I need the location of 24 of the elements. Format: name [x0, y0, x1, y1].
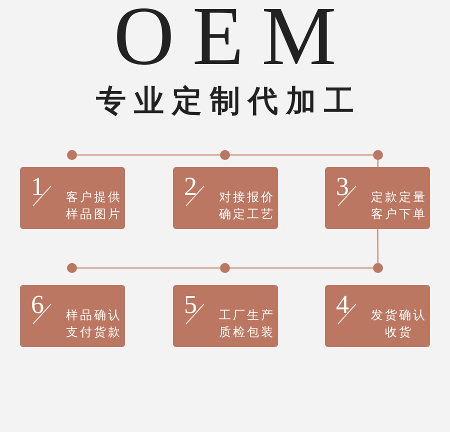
step-number: 6: [31, 291, 44, 319]
step-card: [20, 167, 125, 229]
step-card: [173, 285, 278, 347]
step-number: 2: [184, 173, 197, 201]
title: OEM: [112, 0, 356, 82]
connector-line: [76, 154, 220, 156]
step-card: [20, 285, 125, 347]
step-text: 工厂生产质检包装: [218, 307, 276, 341]
step-number: 4: [336, 291, 349, 319]
step-text: 客户提供样品图片: [65, 189, 123, 223]
step-text: 定款定量客户下单: [370, 189, 428, 223]
step-text: 样品确认支付货款: [65, 307, 123, 341]
step-card: [325, 167, 430, 229]
step-number: 3: [336, 173, 349, 201]
step-text: 发货确认收货: [370, 307, 428, 341]
step-text: 对接报价确定工艺: [218, 189, 276, 223]
connector-line: [377, 228, 378, 264]
step-number: 5: [184, 291, 197, 319]
subtitle: 专业定制代加工: [95, 83, 363, 121]
connector-line: [377, 160, 378, 168]
step-card: [325, 285, 430, 347]
step-card: [173, 167, 278, 229]
connector-line: [230, 154, 374, 156]
step-number: 1: [31, 173, 44, 201]
